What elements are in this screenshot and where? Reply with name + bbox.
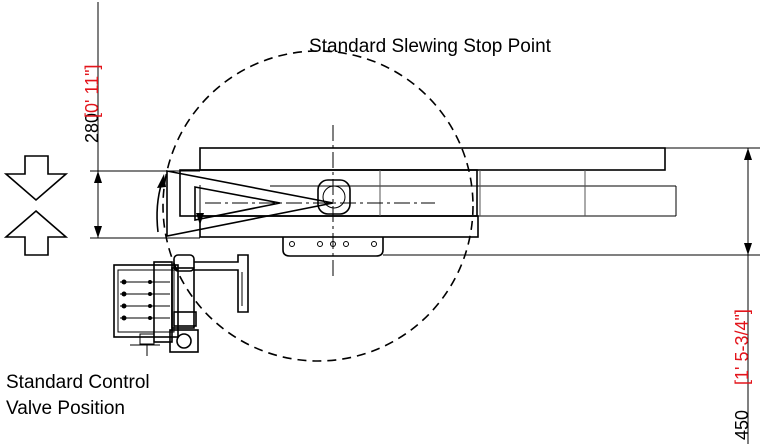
control-valve-label-line2: Valve Position	[6, 398, 125, 419]
dimension-280: 280 [0' 11"]	[82, 2, 200, 239]
slew-direction-arrow	[156, 174, 166, 233]
slewing-arm	[179, 169, 677, 217]
dimension-arrow-down-right	[744, 243, 752, 255]
dimension-arrow-up	[94, 171, 102, 183]
dimension-arrow-up-right	[744, 148, 752, 160]
control-valve-assembly	[113, 254, 249, 356]
slewing-radius-circle	[162, 50, 474, 362]
pivot-hub	[317, 179, 351, 215]
arrow-up-outline-icon	[3, 209, 69, 256]
base-rail	[199, 147, 666, 238]
dimension-value-280: 280	[82, 113, 102, 143]
dimension-450: 450 [1' 5-3/4"]	[383, 147, 760, 444]
dimension-imperial-450: [1' 5-3/4"]	[732, 309, 752, 385]
arrow-down-outline-icon	[3, 155, 69, 202]
dimension-value-450: 450	[732, 410, 752, 440]
dimension-imperial-280: [0' 11"]	[82, 64, 102, 118]
control-valve-label-line1: Standard Control	[6, 372, 150, 393]
stop-pointer	[166, 170, 334, 237]
diagram-title: Standard Slewing Stop Point	[309, 36, 552, 57]
dimension-arrow-down	[94, 226, 102, 238]
